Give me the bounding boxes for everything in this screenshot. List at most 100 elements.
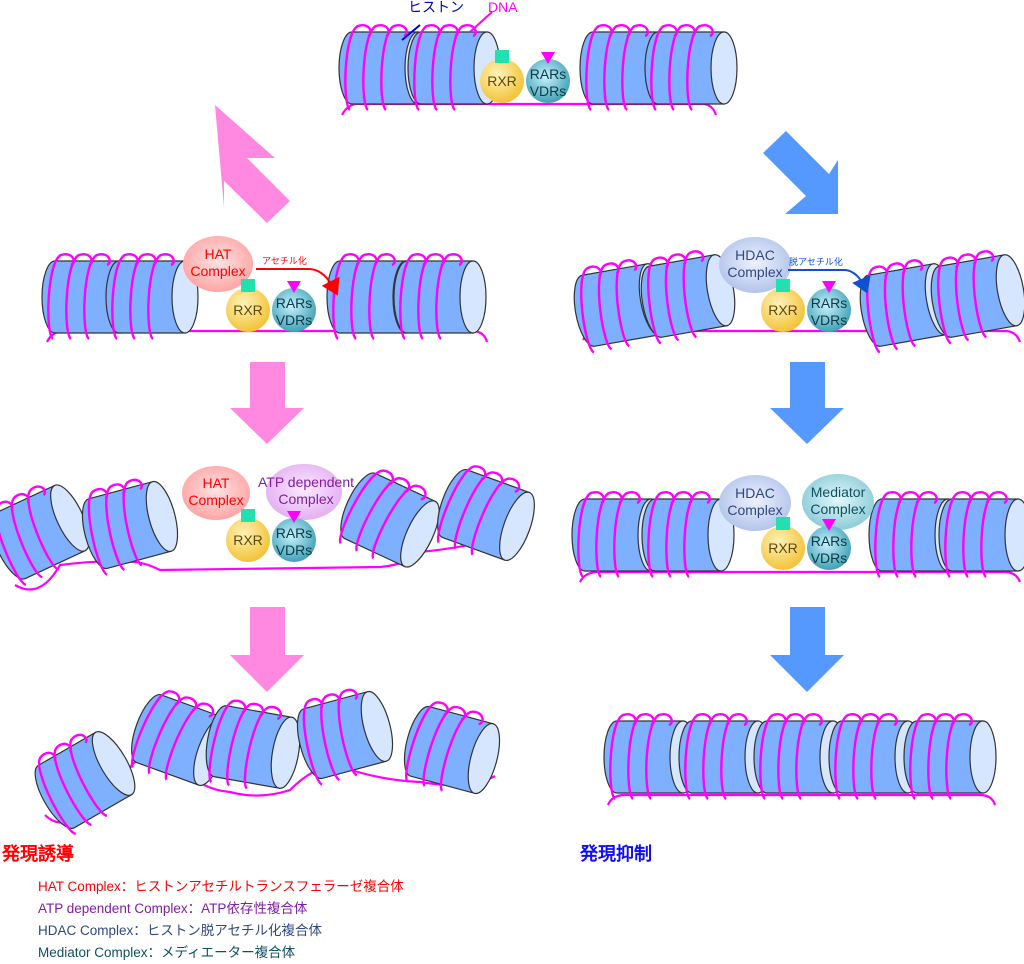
rars-ligand-triangle	[822, 519, 836, 531]
histone-face	[467, 723, 501, 795]
dna-wrap	[615, 259, 638, 348]
nucleosome	[828, 713, 922, 800]
histone-face	[995, 254, 1024, 327]
dna-wrap	[795, 713, 823, 800]
dna-label: DNA	[488, 0, 518, 15]
rars-label: RARs	[276, 295, 313, 311]
mediator-complex	[802, 474, 874, 530]
rars-label: RARs	[811, 295, 848, 311]
nucleosome	[436, 465, 535, 562]
histone-face	[50, 484, 90, 552]
rxr-receptor	[761, 526, 805, 570]
dna-wrap	[371, 484, 427, 560]
dna-wrap	[69, 733, 108, 818]
histone-body	[105, 260, 186, 334]
dna-wrap	[682, 250, 705, 339]
atp-complex-line1: ATP dependent	[258, 474, 354, 490]
histone-body	[641, 498, 722, 572]
chromatin-induction-2	[0, 465, 535, 591]
histone-label: ヒストン	[408, 0, 464, 15]
histone-face	[91, 731, 136, 796]
dna-wrap	[27, 485, 60, 571]
rxr-ligand-square	[241, 279, 255, 292]
dna-wrap	[470, 477, 521, 556]
repression-arrow-down-2	[770, 607, 844, 692]
dna-wrap	[910, 491, 938, 578]
nucleosome	[81, 478, 179, 576]
hdac-complex-2-line2: Complex	[727, 502, 782, 518]
dna-wrap	[980, 491, 1008, 578]
dna-wrap	[613, 491, 641, 578]
hat-complex-1-line1: HAT	[205, 246, 232, 262]
rxr-receptor	[480, 59, 524, 103]
hdac-complex-1-line1: HDAC	[735, 247, 775, 263]
histone-body	[338, 31, 419, 105]
hat-complex-1	[183, 236, 253, 292]
histone-face	[710, 31, 738, 105]
rars-vdrs-receptor	[526, 59, 570, 103]
histone-body	[828, 720, 909, 794]
dna-wrap	[683, 491, 711, 578]
rars-label: RARs	[811, 533, 848, 549]
histone-body	[938, 498, 1019, 572]
rxr-label: RXR	[233, 532, 263, 548]
hat-complex-2	[182, 466, 250, 520]
dna-wrap	[449, 24, 477, 111]
repression-arrow-diagonal	[763, 131, 838, 214]
nucleosome	[403, 701, 501, 795]
legend: HAT Complex：ヒストンアセチルトランスフェラーゼ複合体 ATP dep…	[38, 876, 404, 964]
chromatin-repression-2	[571, 491, 1024, 583]
legend-item-atp: ATP dependent Complex：ATP依存性複合体	[38, 901, 308, 916]
nucleosome	[296, 688, 394, 786]
rxr-label: RXR	[487, 73, 517, 89]
dna-wrap	[164, 702, 215, 781]
rars-ligand-triangle	[541, 52, 555, 64]
dna-wrap	[621, 24, 649, 111]
nucleosome	[930, 250, 1024, 345]
rxr-receptor	[761, 288, 805, 332]
mediator-complex-line1: Mediator	[811, 484, 866, 500]
dna-wrap	[337, 688, 359, 777]
vdrs-label: VDRs	[811, 312, 848, 328]
hat-complex-2-line2: Complex	[188, 492, 243, 508]
histone-body	[753, 720, 834, 794]
rars-ligand-triangle	[287, 511, 301, 523]
rars-ligand-triangle	[822, 281, 836, 293]
dna-wrap	[368, 253, 396, 340]
legend-item-mediator: Mediator Complex：メディエーター複合体	[38, 945, 296, 960]
histone-body	[603, 720, 684, 794]
atp-complex-line2: Complex	[278, 491, 333, 507]
rxr-receptor	[226, 288, 270, 332]
dna-wrap	[720, 713, 748, 800]
histone-body	[678, 720, 759, 794]
rxr-label: RXR	[768, 302, 798, 318]
acetylation-arrow	[256, 268, 340, 296]
histone-face	[1004, 498, 1024, 572]
dna-wrap	[686, 24, 714, 111]
deacetylation-label: 脱アセチル化	[789, 256, 843, 267]
histone-pointer-line	[401, 24, 421, 41]
dna-wrap	[380, 24, 408, 111]
dna-wrap	[901, 259, 924, 348]
rars-label: RARs	[276, 525, 313, 541]
rars-vdrs-receptor	[807, 288, 851, 332]
rars-vdrs-receptor	[807, 526, 851, 570]
vdrs-label: VDRs	[811, 550, 848, 566]
histone-body	[41, 260, 122, 334]
hdac-complex-1-line2: Complex	[727, 264, 782, 280]
legend-item-hat: HAT Complex：ヒストンアセチルトランスフェラーゼ複合体	[38, 879, 404, 894]
rxr-receptor	[226, 518, 270, 562]
rxr-label: RXR	[768, 540, 798, 556]
vdrs-label: VDRs	[276, 542, 313, 558]
chromatin-top	[338, 24, 738, 116]
vdrs-label: VDRs	[530, 83, 567, 99]
dna-wrap	[972, 250, 995, 339]
rars-ligand-triangle	[287, 281, 301, 293]
legend-item-hdac: HDAC Complex：ヒストン脱アセチル化複合体	[38, 923, 323, 938]
dna-linker	[606, 793, 997, 806]
histone-face	[969, 720, 997, 794]
